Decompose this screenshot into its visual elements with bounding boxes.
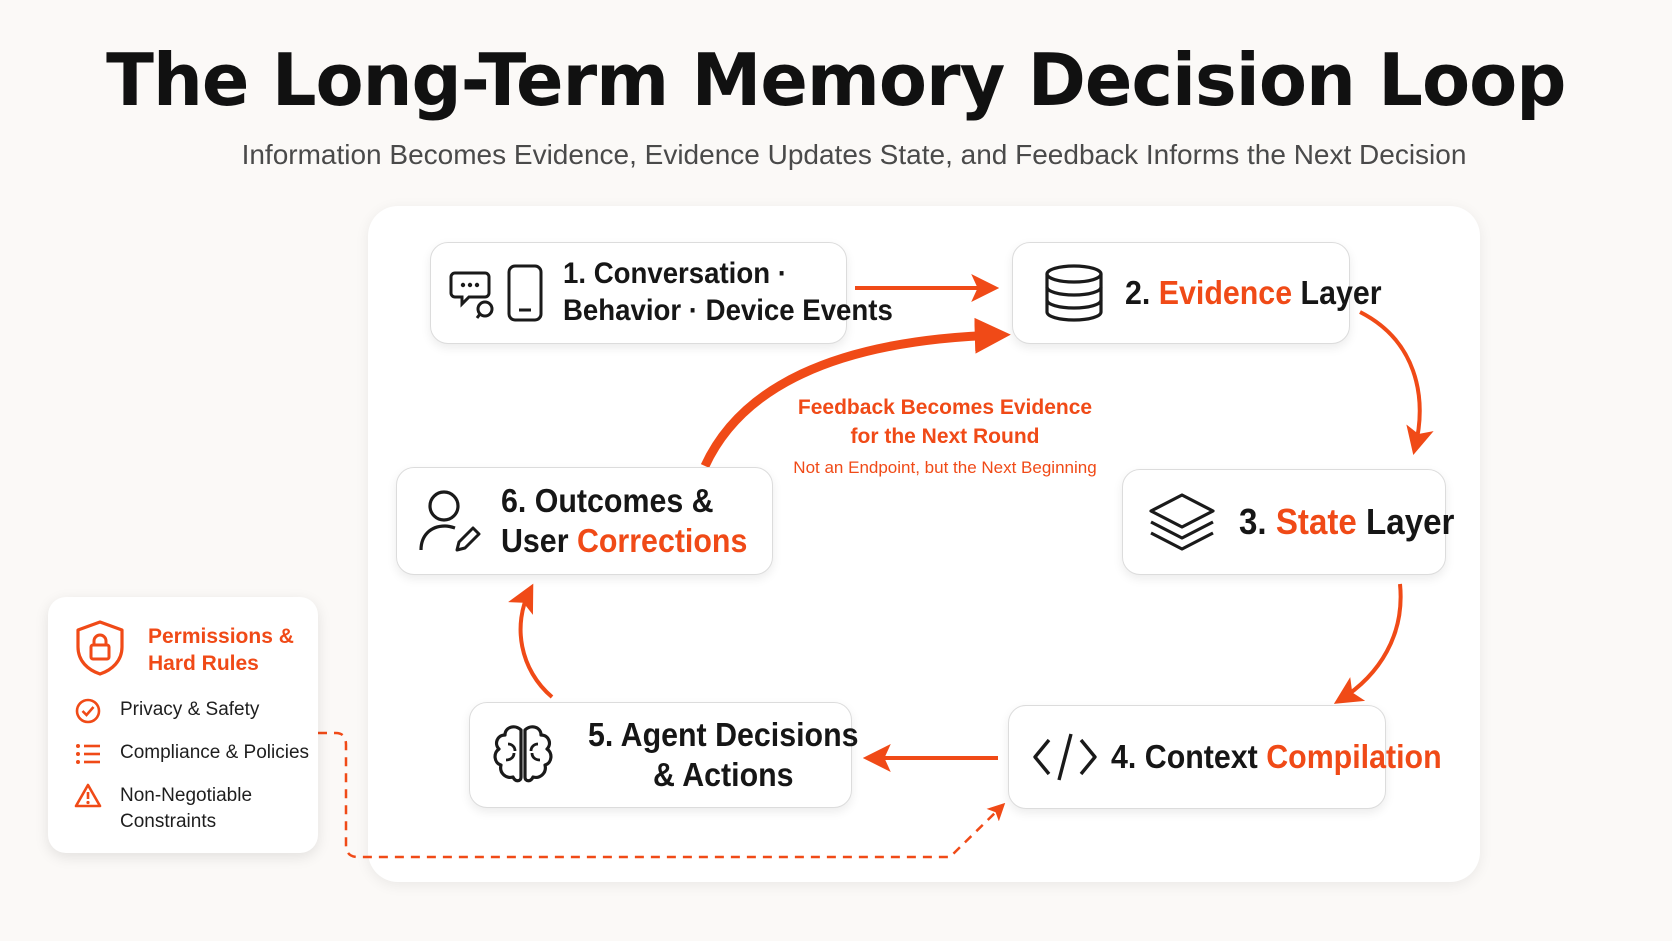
- node-2-accent: Evidence: [1158, 273, 1293, 311]
- node-4-number: 4.: [1111, 737, 1137, 775]
- layers-icon: [1149, 493, 1215, 551]
- node-4-plain: Context: [1144, 737, 1258, 775]
- rules-item-constraints: Non-Negotiable Constraints: [120, 785, 253, 832]
- node-5-line1: Agent Decisions: [620, 715, 859, 753]
- node-4-accent: Compilation: [1266, 737, 1442, 775]
- node-5-agent-decisions: 5. Agent Decisions & Actions: [469, 702, 859, 808]
- feedback-line1: Feedback Becomes Evidence: [797, 396, 1093, 419]
- node-3-rest: Layer: [1366, 501, 1455, 543]
- warning-triangle-icon: [74, 783, 102, 808]
- node-1-line2: Behavior · Device Events: [563, 294, 893, 327]
- node-5-number: 5.: [588, 715, 614, 753]
- node-5-line2: & Actions: [652, 756, 794, 793]
- page-title: The Long-Term Memory Decision Loop: [106, 38, 1566, 122]
- node-6-number: 6.: [501, 481, 527, 519]
- node-2-rest: Layer: [1300, 273, 1382, 311]
- node-1-conversation-events: 1. Conversation · Behavior · Device Even…: [430, 242, 893, 344]
- node-6-line2-plain: User: [501, 522, 569, 559]
- page-subtitle: Information Becomes Evidence, Evidence U…: [241, 139, 1467, 170]
- node-2-evidence-layer: 2. Evidence Layer: [1012, 242, 1382, 344]
- permissions-rules-card: Permissions & Hard Rules Privacy & Safet…: [48, 597, 318, 853]
- node-6-outcomes-corrections: 6. Outcomes & User Corrections: [396, 467, 773, 575]
- node-2-number: 2.: [1125, 273, 1151, 311]
- node-3-state-layer: 3. State Layer: [1122, 469, 1454, 575]
- user-edit-icon: [419, 490, 481, 552]
- rules-item-compliance: Compliance & Policies: [120, 742, 310, 763]
- node-3-number: 3.: [1239, 501, 1267, 543]
- code-brackets-icon: [1033, 733, 1097, 781]
- database-icon: [1045, 264, 1103, 322]
- node-3-accent: State: [1275, 501, 1357, 543]
- node-4-context-compilation: 4. Context Compilation: [1008, 705, 1442, 809]
- node-1-number: 1.: [563, 257, 587, 291]
- node-6-line1: Outcomes &: [534, 481, 714, 519]
- rules-item-privacy: Privacy & Safety: [120, 699, 260, 720]
- node-6-line2-accent: Corrections: [576, 522, 748, 559]
- feedback-subtext: Not an Endpoint, but the Next Beginning: [793, 458, 1097, 477]
- feedback-line2: for the Next Round: [850, 425, 1040, 448]
- check-circle-icon: [75, 698, 101, 724]
- shield-lock-icon: [76, 620, 124, 676]
- mobile-device-icon: [507, 264, 543, 322]
- brain-icon: [493, 725, 553, 783]
- chat-bubbles-icon: [449, 271, 494, 319]
- list-icon: [76, 744, 100, 764]
- feedback-annotation: Feedback Becomes Evidence for the Next R…: [780, 393, 1110, 478]
- node-1-line1: Conversation ·: [593, 257, 787, 291]
- rules-title: Permissions & Hard Rules: [148, 625, 294, 675]
